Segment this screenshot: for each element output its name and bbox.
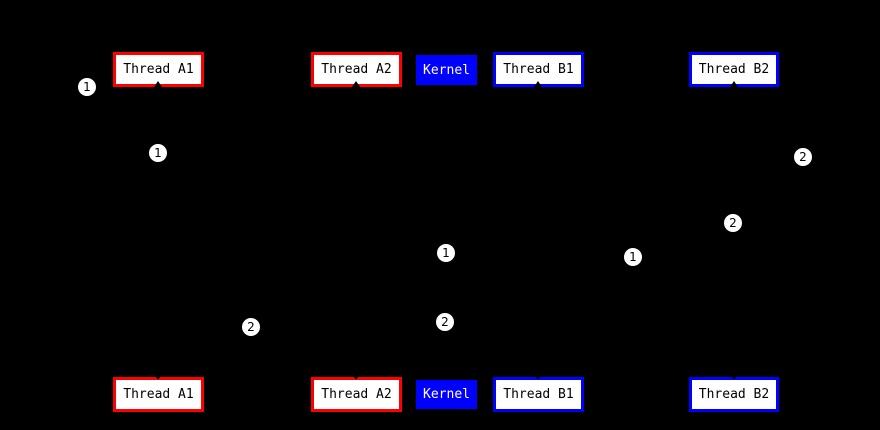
node-thread-a2-top: Thread A2 [311, 52, 402, 87]
node-thread-b2-bottom: Thread B2 [689, 377, 779, 412]
step-badge-1-b1-mid: 1 [623, 247, 643, 267]
node-thread-a1-bottom: Thread A1 [113, 377, 204, 412]
step-badge-1-kernel-mid: 1 [436, 243, 456, 263]
arrowhead-icon [154, 374, 162, 380]
arrowhead-icon [534, 81, 542, 87]
step-badge-2-b2-lower: 2 [723, 213, 743, 233]
arrowhead-icon [730, 81, 738, 87]
step-badge-2-b2-upper-right: 2 [793, 147, 813, 167]
arrowhead-icon [730, 374, 738, 380]
node-thread-a2-bottom: Thread A2 [311, 377, 402, 412]
arrowhead-icon [352, 81, 360, 87]
step-badge-1-a1-upper-left: 1 [77, 77, 97, 97]
arrowhead-icon [352, 374, 360, 380]
node-thread-b1-bottom: Thread B1 [493, 377, 584, 412]
node-thread-b1-top: Thread B1 [493, 52, 584, 87]
step-badge-2-a1-lower-right: 2 [241, 317, 261, 337]
arrowhead-icon [534, 374, 542, 380]
node-kernel-top: Kernel [416, 55, 477, 85]
step-badge-1-a1-below: 1 [148, 143, 168, 163]
node-kernel-bottom: Kernel [416, 380, 477, 409]
arrowhead-icon [154, 81, 162, 87]
step-badge-2-kernel-lower: 2 [435, 312, 455, 332]
